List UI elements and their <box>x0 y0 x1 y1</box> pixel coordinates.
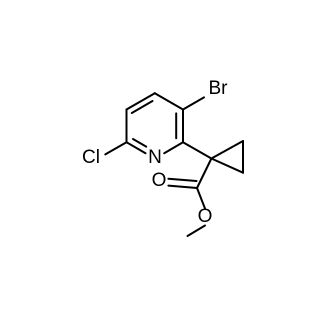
bond-c3-br <box>182 96 205 111</box>
bond-carbonyl-ester-oxygen <box>196 187 206 210</box>
bond-c3-c4 <box>153 92 184 111</box>
bromine-label: Br <box>209 78 229 99</box>
ester-oxygen-label: O <box>198 206 213 227</box>
bond-carbonyl-oxygen-b <box>167 177 198 182</box>
bond-c4-c5 <box>125 92 156 111</box>
chlorine-label: Cl <box>82 147 100 168</box>
bond-c6-n1-inner <box>132 138 148 148</box>
bond-c2-cyclopropyl <box>182 141 213 160</box>
bond-c6-n1 <box>125 141 147 155</box>
bond-carbonyl-oxygen-a <box>167 184 198 189</box>
bond-c4-c5-inner <box>130 100 154 114</box>
bond-c6-cl <box>104 141 128 156</box>
bond-cp1-carbonyl <box>196 157 213 189</box>
bond-ester-oxygen-methyl <box>186 224 206 237</box>
bond-cp1-cp2 <box>210 140 244 160</box>
ring-nitrogen-label: N <box>148 147 162 168</box>
bond-cp3-cp1 <box>210 157 244 174</box>
bond-n1-c2 <box>163 141 184 155</box>
carbonyl-oxygen-label: O <box>152 170 167 191</box>
